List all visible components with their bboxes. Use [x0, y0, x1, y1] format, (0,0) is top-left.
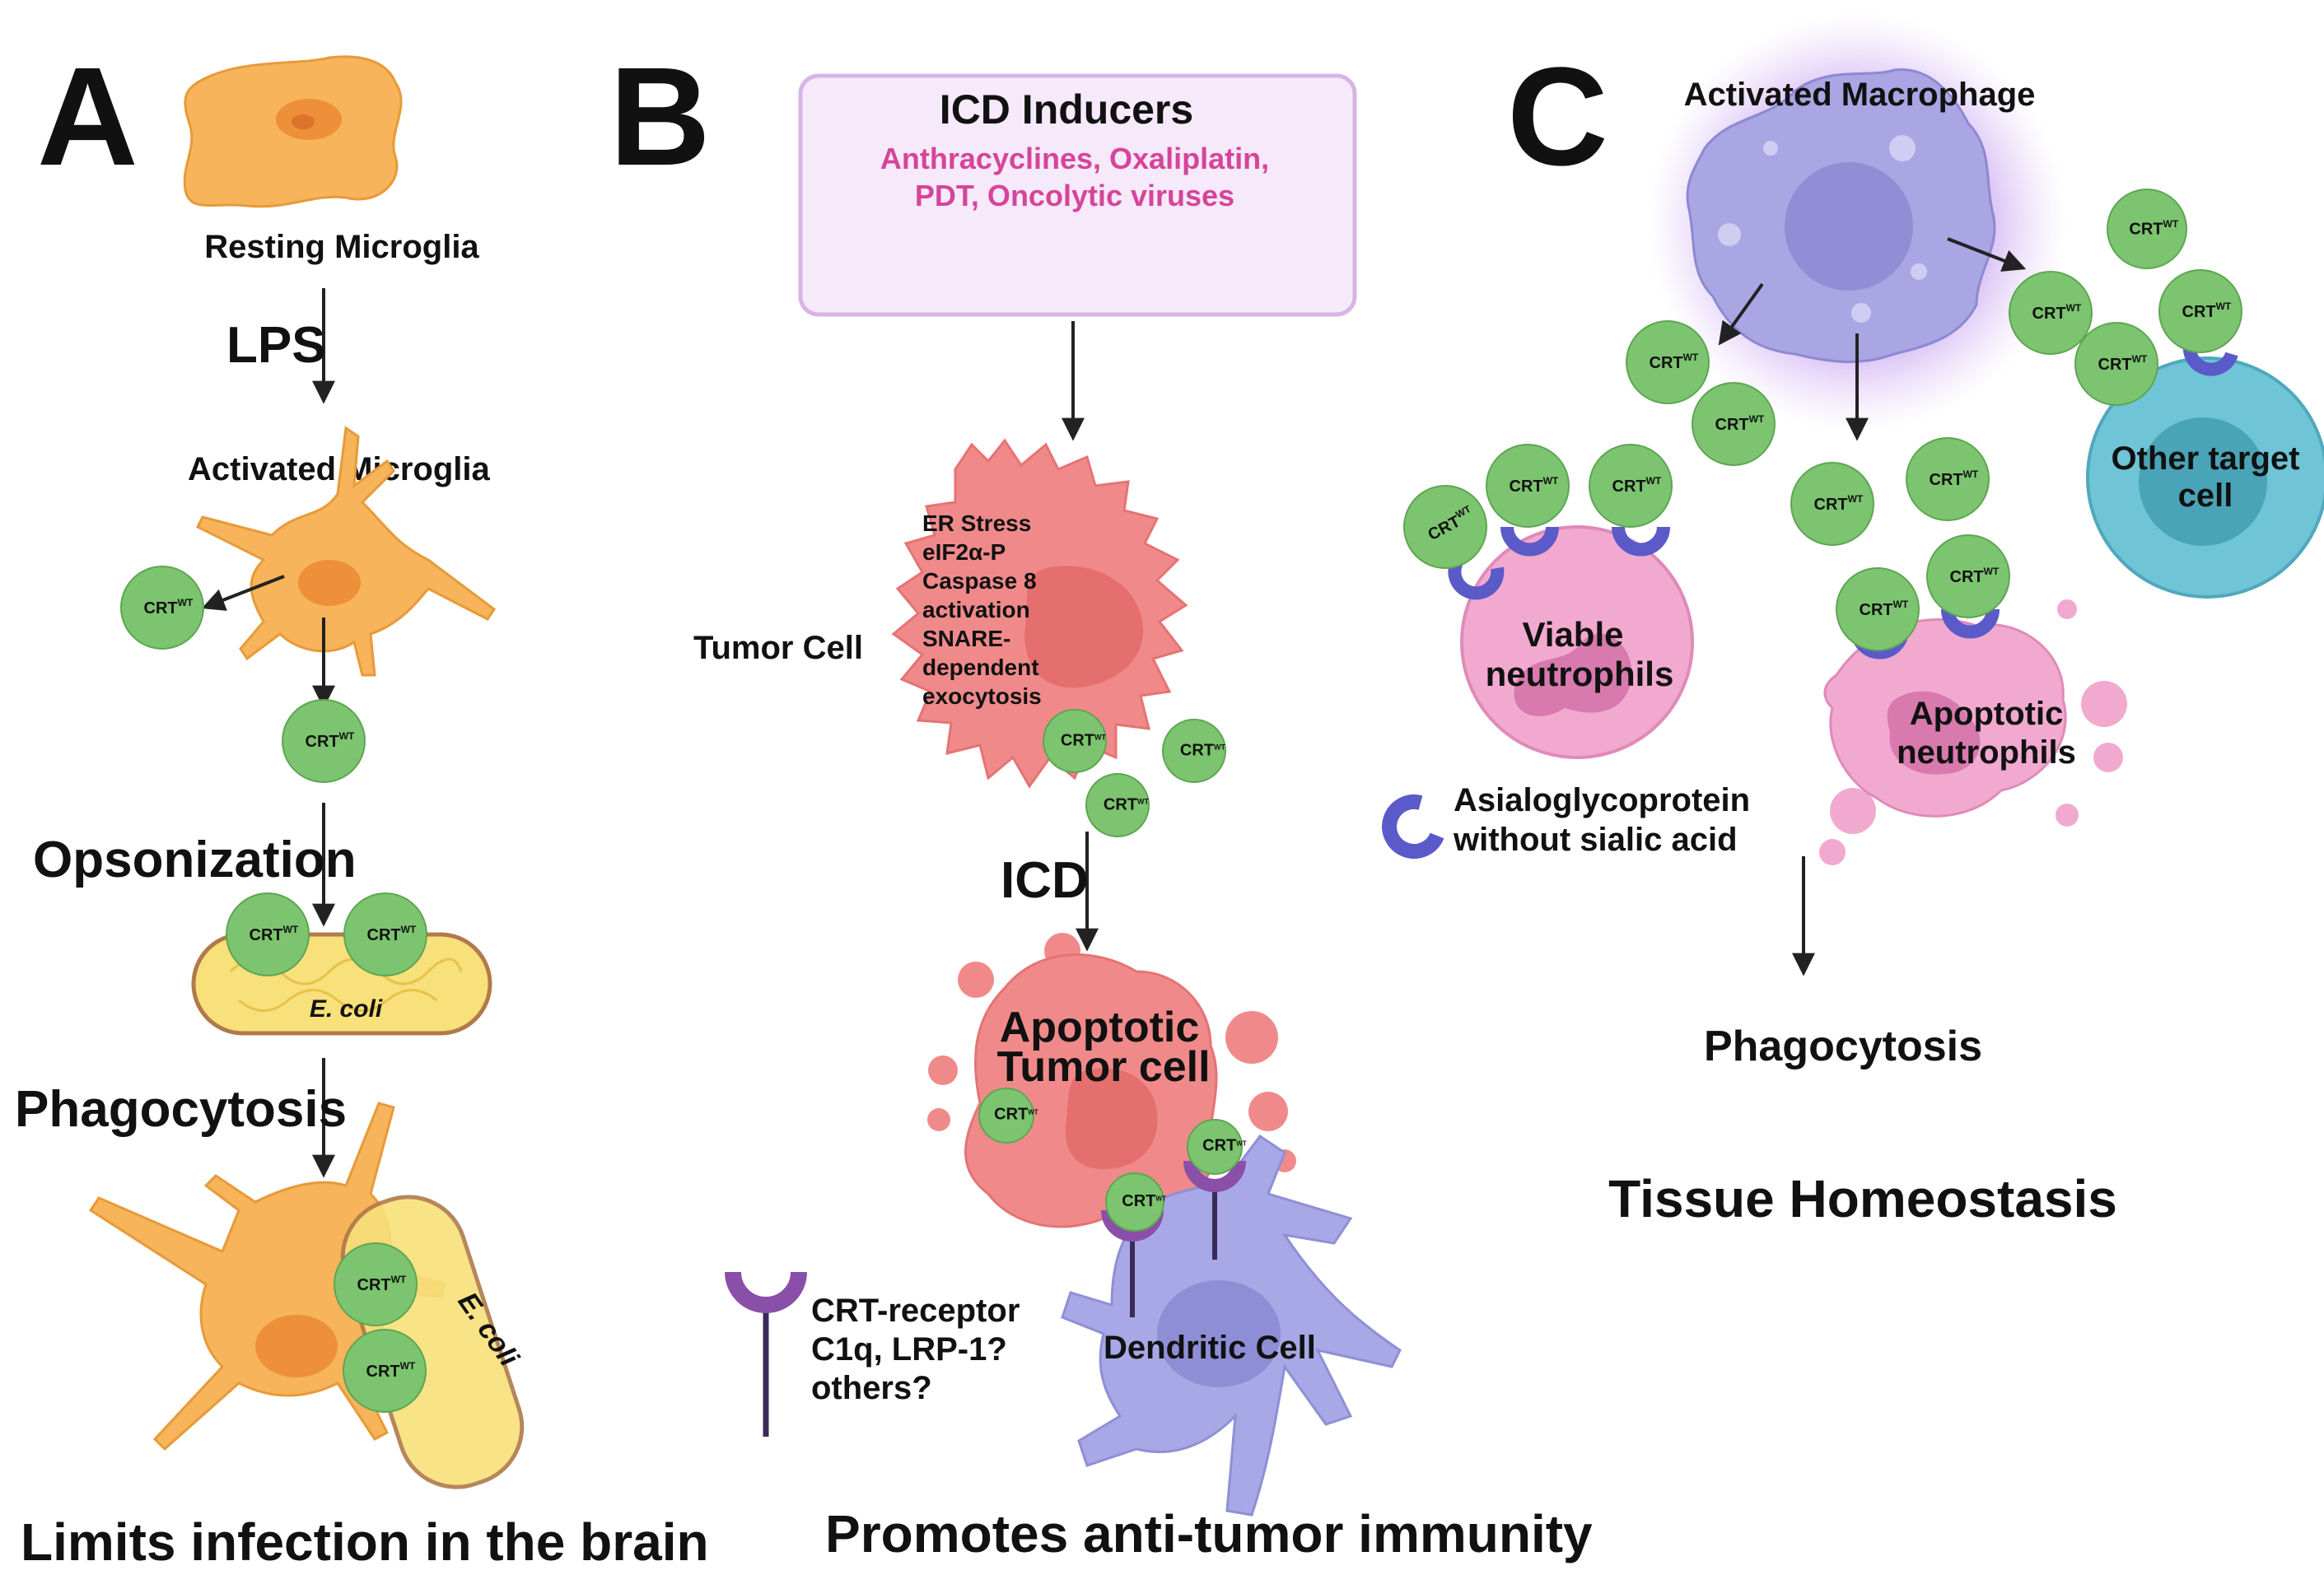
panel-label-c: C	[1507, 39, 1608, 195]
phagocytosis-label-a: Phagocytosis	[15, 1081, 347, 1138]
svg-text:CRTWT: CRTWT	[994, 1106, 1038, 1124]
crt-molecule-12: CRTWT	[1105, 1172, 1166, 1232]
crt-receptor-on-dc-2	[1183, 1160, 1246, 1260]
crt-molecule-25: CRTWT	[2074, 322, 2158, 406]
crt-receptor-legend-icon	[725, 1271, 807, 1437]
crt-molecule-9: CRTWT	[1085, 773, 1150, 837]
svg-text:SNARE-: SNARE-	[922, 626, 1010, 651]
crt-molecule-17: CRTWT	[1589, 444, 1673, 528]
other-target-label-2: cell	[2178, 478, 2233, 514]
crt-molecule-19: CRTWT	[1906, 437, 1990, 521]
receptor-label-1: CRT-receptor	[811, 1293, 1020, 1329]
crt-molecule-23: CRTWT	[2009, 271, 2093, 355]
tumor-cell	[891, 438, 1188, 789]
crt-molecule-15: CRTWT	[1486, 444, 1570, 528]
svg-text:activation: activation	[922, 597, 1030, 622]
arrow-secretion-side	[201, 575, 285, 611]
macrophage-label: Activated Macrophage	[1684, 77, 2036, 113]
apoptotic-tumor-cell	[927, 933, 1296, 1228]
crt-molecule-2: CRTWT	[282, 699, 366, 783]
panel-label-b: B	[609, 39, 711, 195]
activated-macrophage-cell	[1686, 68, 1996, 363]
arrow-macrophage-right	[1947, 237, 2027, 272]
svg-text:CRTWT: CRTWT	[1202, 1137, 1247, 1155]
svg-text:CRTWT: CRTWT	[250, 924, 299, 944]
other-target-label-1: Other target	[2112, 440, 2300, 477]
apoptotic-neutrophil-cell	[1819, 599, 2127, 865]
crt-molecule-16: CRTWT	[1403, 485, 1487, 569]
icd-inducers-line1: Anthracyclines, Oxaliplatin,	[880, 142, 1269, 175]
crt-molecule-11: CRTWT	[1187, 1119, 1247, 1175]
crt-molecule-13: CRTWT	[1626, 320, 1710, 404]
asialo-label-1: Asialoglycoprotein	[1454, 782, 1750, 818]
crt-molecule-8: CRTWT	[1162, 719, 1226, 783]
opsonization-label: Opsonization	[33, 832, 357, 888]
panel-label-a: A	[37, 39, 138, 195]
svg-text:eIF2α-P: eIF2α-P	[922, 539, 1006, 565]
arrow-macrophage-left	[1718, 282, 1764, 346]
dendritic-cell-label: Dendritic Cell	[1104, 1330, 1316, 1366]
crt-molecule-7: CRTWT	[1043, 709, 1107, 773]
crt-molecule-18: CRTWT	[1790, 462, 1874, 546]
icd-inducers-title: ICD Inducers	[940, 86, 1193, 133]
apoptotic-neutrophils-label-1: Apoptotic	[1910, 696, 2064, 732]
crt-molecule-21: CRTWT	[1926, 534, 2010, 618]
svg-text:ER Stress: ER Stress	[922, 510, 1031, 536]
viable-neutrophils-label-1: Viable	[1523, 615, 1624, 654]
viable-neutrophil-cell	[1460, 525, 1694, 759]
resting-microglia-label: Resting Microglia	[204, 229, 479, 265]
svg-text:dependent: dependent	[922, 655, 1039, 680]
activated-microglia-cell	[195, 426, 497, 677]
crt-molecule-24: CRTWT	[2158, 269, 2242, 353]
crt-molecule-14: CRTWT	[1692, 382, 1776, 466]
other-target-cell	[2086, 356, 2324, 599]
crt-molecule-5: CRTWT	[334, 1242, 418, 1326]
outcome-b: Promotes anti-tumor immunity	[825, 1504, 1593, 1563]
crt-molecule-20: CRTWT	[1836, 567, 1920, 651]
stress-text: ER Stress eIF2α-P Caspase 8 activation S…	[922, 510, 1042, 709]
resting-microglia-cell	[183, 55, 403, 208]
lps-label: LPS	[226, 317, 326, 374]
svg-text:CRTWT: CRTWT	[144, 597, 194, 617]
crt-molecule-22: CRTWT	[2107, 189, 2187, 269]
outcome-a: Limits infection in the brain	[21, 1512, 709, 1572]
apoptotic-tumor-label-1: Apoptotic	[1000, 1004, 1200, 1051]
receptor-label-2: C1q, LRP-1?	[811, 1331, 1007, 1368]
asialoglycoprotein-legend-icon	[1382, 794, 1444, 859]
icd-inducers-box	[798, 73, 1357, 317]
crt-molecule-4: CRTWT	[343, 892, 427, 976]
svg-text:CRTWT: CRTWT	[1510, 475, 1559, 496]
icd-label: ICD	[1001, 852, 1089, 909]
svg-text:exocytosis: exocytosis	[922, 683, 1042, 709]
svg-text:Caspase 8: Caspase 8	[922, 568, 1037, 594]
phagocytosis-label-c: Phagocytosis	[1704, 1023, 1982, 1070]
apoptotic-tumor-label-2: Tumor cell	[996, 1043, 1210, 1091]
outcome-c: Tissue Homeostasis	[1608, 1169, 2117, 1228]
asialo-label-2: without sialic acid	[1453, 822, 1738, 858]
crt-molecule-3: CRTWT	[226, 892, 310, 976]
svg-text:CRTWT: CRTWT	[1122, 1192, 1166, 1210]
ecoli-label: E. coli	[310, 995, 383, 1023]
crt-molecule-6: CRTWT	[343, 1329, 427, 1413]
apoptotic-neutrophils-label-2: neutrophils	[1897, 734, 2076, 771]
viable-neutrophils-label-2: neutrophils	[1486, 655, 1674, 693]
receptor-label-3: others?	[811, 1370, 932, 1406]
crt-molecule-1: CRTWT	[120, 566, 204, 650]
tumor-cell-label: Tumor Cell	[693, 630, 863, 666]
icd-inducers-line2: PDT, Oncolytic viruses	[915, 179, 1234, 212]
crt-molecule-10: CRTWT	[978, 1088, 1038, 1144]
